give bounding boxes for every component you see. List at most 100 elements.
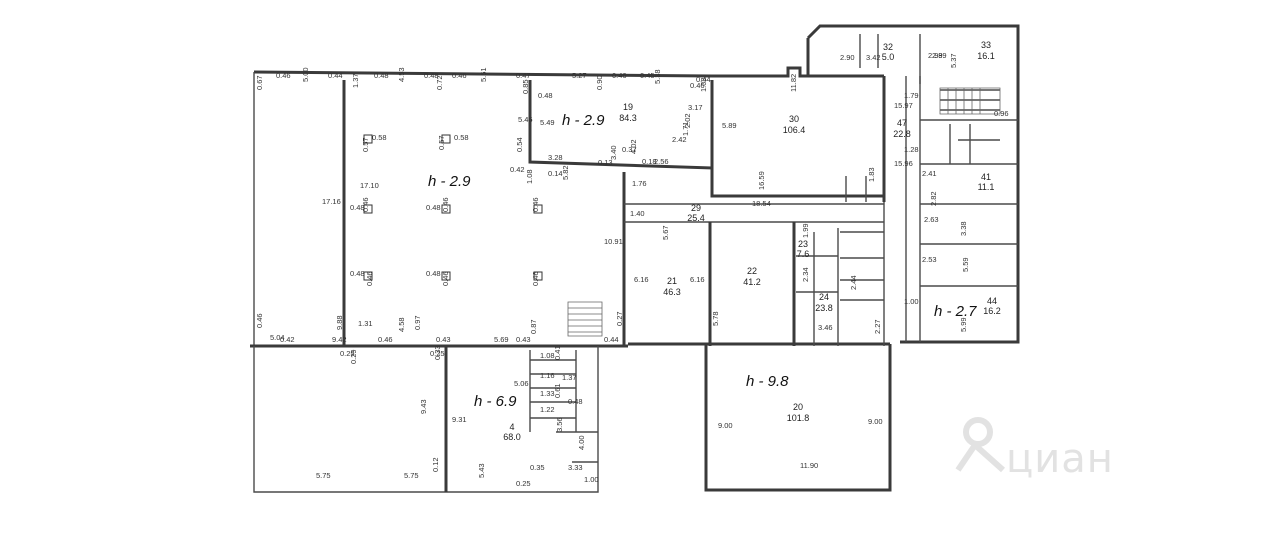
dimension-label: 0.13 (598, 158, 613, 167)
dimension-label: 2.56 (654, 157, 669, 166)
dimension-label: 0.54 (515, 137, 524, 152)
dimension-label: 0.46 (255, 313, 264, 328)
dimension-label: 0.42 (280, 335, 295, 344)
room-number: 23 (798, 239, 808, 249)
dimension-label: 3.33 (568, 463, 583, 472)
room-number: 44 (987, 296, 997, 306)
watermark: циан (955, 417, 1114, 482)
room-area: 41.2 (743, 277, 761, 287)
dimension-label: 5.37 (949, 53, 958, 68)
dimension-label: 2.82 (929, 191, 938, 206)
dimension-label: 2.34 (801, 267, 810, 282)
height-label: h - 2.9 (428, 173, 471, 190)
dimension-label: 0.46 (276, 71, 291, 80)
dimension-label: 0.48 (350, 203, 365, 212)
dimension-label: 0.47 (516, 71, 531, 80)
dimension-label: 0.57 (361, 137, 370, 152)
room-area: 46.3 (663, 287, 681, 297)
height-label: h - 2.7 (934, 303, 977, 320)
dimension-label: 1.71 (681, 121, 690, 136)
dimension-label: 2.41 (922, 169, 937, 178)
dimension-label: 0.48 (424, 71, 439, 80)
dimension-label: 0.12 (431, 457, 440, 472)
height-label: h - 6.9 (474, 393, 517, 410)
dimension-label: 5.67 (661, 225, 670, 240)
room-area: 11.1 (978, 182, 995, 192)
dimension-label: 0.58 (454, 133, 469, 142)
dimension-label: 5.75 (404, 471, 419, 480)
dimension-label: 11.90 (800, 461, 818, 470)
room-area: 84.3 (619, 113, 637, 123)
dimension-label: 5.89 (722, 121, 737, 130)
dimension-label: 1.79 (904, 91, 919, 100)
dimension-label: 5.06 (514, 379, 529, 388)
room-labels: 19 84.3 30 106.4 33 16.1 32 5.0 47 22.8 … (503, 40, 1001, 442)
dimension-label: 0.29 (349, 349, 358, 364)
room-number: 20 (793, 402, 803, 412)
dimension-label: 2.02 (683, 113, 692, 128)
dimension-label: 2.42 (672, 135, 687, 144)
dimension-label: 17.16 (322, 197, 341, 206)
dimension-label: 2.63 (924, 215, 939, 224)
dimension-label: 5.51 (479, 67, 488, 82)
dimension-label: 1.28 (904, 145, 919, 154)
dimension-label: 1.00 (904, 297, 919, 306)
dimension-label: 1.37 (351, 73, 360, 88)
height-label: h - 9.8 (746, 373, 789, 390)
dimension-label: 0.46 (441, 271, 450, 286)
column (441, 134, 451, 144)
dimension-label: 5.69 (494, 335, 509, 344)
cian-logo-icon (955, 417, 1005, 473)
dimension-label: 1.99 (801, 223, 810, 238)
dimension-label: 0.48 (374, 71, 389, 80)
dimension-label: 5.59 (961, 257, 970, 272)
dimension-label: 5.99 (959, 317, 968, 332)
dimension-label: 0.46 (441, 197, 450, 212)
dimension-label: 0.90 (595, 75, 604, 90)
room-number: 41 (981, 172, 991, 182)
dimension-label: 5.38 (653, 69, 662, 84)
dimension-label: 3.38 (959, 221, 968, 236)
dimension-label: 2.27 (873, 319, 882, 334)
dimension-label: 15.96 (894, 159, 913, 168)
room-area: 16.2 (983, 306, 1001, 316)
dimension-label: 18.54 (752, 199, 771, 208)
column (363, 134, 373, 144)
dimension-label: 16.59 (757, 171, 766, 190)
dimension-label: 5.04 (270, 333, 285, 342)
dimension-label: 0.46 (378, 335, 393, 344)
watermark-text: циан (1006, 436, 1114, 482)
dimension-label: 0.48 (426, 269, 441, 278)
dimension-label: 1.31 (358, 319, 373, 328)
dimension-label: 0.61 (553, 383, 562, 398)
room-area: 23.8 (815, 303, 833, 313)
room-area: 22.8 (893, 129, 911, 139)
dimension-label: 0.48 (426, 203, 441, 212)
dimension-label: 0.35 (530, 463, 545, 472)
room-number: 19 (623, 102, 633, 112)
dimension-label: 9.88 (335, 315, 344, 330)
dimension-label: 0.46 (531, 271, 540, 286)
dimension-label: 1.16 (540, 371, 555, 380)
dimension-label: 0.46 (690, 81, 705, 90)
dimension-label: 9.00 (868, 417, 883, 426)
dimension-label: 4.00 (577, 435, 586, 450)
dimension-label: 2.99 (928, 51, 943, 60)
dimension-label: 0.72 (435, 75, 444, 90)
dimension-label: 1.03 (699, 77, 708, 92)
dimension-label: 0.44 (696, 75, 711, 84)
dimension-label: 5.27 (572, 71, 587, 80)
dimension-label: 1.08 (525, 169, 534, 184)
dimension-label: 5.82 (561, 165, 570, 180)
dimension-label: 1.76 (632, 179, 647, 188)
dimension-label: 1.22 (540, 405, 555, 414)
room-number: 47 (897, 118, 907, 128)
room-area: 106.4 (783, 125, 806, 135)
dimension-label: 0.25 (340, 349, 355, 358)
dimension-label: 2.44 (849, 275, 858, 290)
dimension-label: 9.00 (718, 421, 733, 430)
dimension-label: 5.00 (301, 67, 310, 82)
interior-walls (342, 34, 1018, 492)
dimension-label: 0.43 (436, 335, 451, 344)
